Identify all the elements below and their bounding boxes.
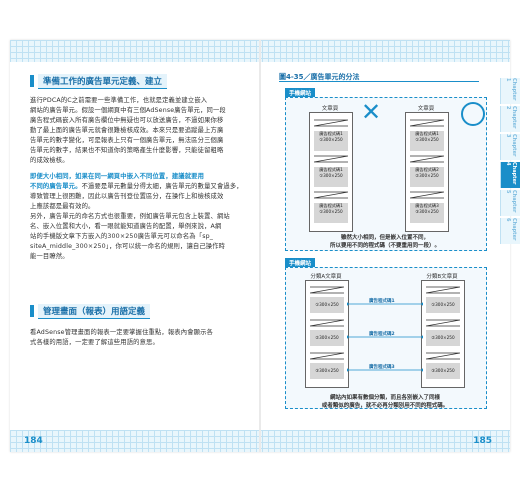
text-line: 廣告程式碼嵌入所有廣告欄位中無疑也可以放送廣告，不過如果你移 <box>30 117 224 124</box>
highlight-line: 不同的廣告單元。 <box>30 183 82 190</box>
text-zigzag <box>310 319 344 327</box>
text-zigzag <box>426 286 460 294</box>
page-number: 184 <box>24 436 43 446</box>
section-header-1: 準備工作的廣告單元定義、建立 <box>30 73 168 89</box>
chapter-tab-1[interactable]: Chapter 1 <box>500 78 520 104</box>
text-line: siteA_middle_300×250」，你可以統一命名的規則，讓自己操作時 <box>30 243 226 250</box>
category-a-page: ①300×250 ②300×250 ③300×250 <box>305 280 349 388</box>
category-b-page: ①300×250 ②300×250 ③300×250 <box>421 280 465 388</box>
figure-rule <box>279 81 479 82</box>
text-zigzag <box>314 119 348 127</box>
chapter-tab-4[interactable]: Chapter 4 <box>500 162 520 188</box>
book-gutter <box>259 40 261 452</box>
text-zigzag <box>310 352 344 360</box>
text-line: 動了最上面的廣告單元就會很難檢核成效。本來只是要追蹤最上方廣 <box>30 127 224 134</box>
text-line: 上應該都是最有效的。 <box>30 203 95 210</box>
text-line: 名、嵌入位置和大小，看一眼就能知道廣告的配置，舉例來說，A網 <box>30 223 222 230</box>
ad-code-label: 廣告程式碼2 <box>369 332 395 337</box>
x-mark-icon: ✕ <box>361 98 382 126</box>
connector-arrows <box>347 302 423 372</box>
text-line: 看AdSense管理畫面的報表一定要掌握住重點，報表內會顯示各 <box>30 329 213 336</box>
chapter-tab-6[interactable]: Chapter 6 <box>500 218 520 244</box>
text-zigzag <box>426 352 460 360</box>
figure-title: 圖4-35／廣告單元的分法 <box>279 73 360 81</box>
chapter-tab-5[interactable]: Chapter 5 <box>500 190 520 216</box>
doc-title: 文章頁 <box>417 106 435 112</box>
text-line: 能一目瞭然。 <box>30 253 69 260</box>
text-zigzag <box>410 119 444 127</box>
text-line: 另外，廣告單元的命名方式也很重要，例如廣告單元包含上裝置、網站 <box>30 213 230 220</box>
doc-title: 文章頁 <box>321 106 339 112</box>
section1-body: 進行PDCA的C之前需要一些準備工作，也就是定義並建立嵌入 網站的廣告單元。假設… <box>30 96 248 262</box>
chapter-tab-2[interactable]: Chapter 2 <box>500 106 520 132</box>
ad-slot: ①300×250 <box>310 297 344 313</box>
text-line: 不過要是單元數量分得太細，廣告單元的數量又會過多， <box>81 183 243 190</box>
section-tag: 手機網站 <box>285 88 316 98</box>
top-caption: 雖然大小相同，但是嵌入位置不同， 所以要用不同的程式碼（不要重用同一段）。 <box>329 235 440 249</box>
section-title: 管理畫面（報表）用語定義 <box>38 303 151 319</box>
text-zigzag <box>314 155 348 163</box>
book-spread: 準備工作的廣告單元定義、建立 進行PDCA的C之前需要一些準備工作，也就是定義並… <box>10 40 520 452</box>
circle-mark-icon <box>461 102 485 126</box>
section-bar <box>30 305 34 317</box>
ad-slot: ①300×250 <box>426 297 460 313</box>
text-zigzag <box>426 319 460 327</box>
chapter-tabs: Chapter 1 Chapter 2 Chapter 3 Chapter 4 … <box>500 78 520 246</box>
highlight-line: 即便大小相同，如果在同一網頁中嵌入不同位置，建議就要用 <box>30 173 205 180</box>
page-number: 185 <box>473 436 492 446</box>
bottom-caption: 網站內如果有數個分類，而且各別嵌入了同樣 或者類似的廣告，就不必再分類別用不同的… <box>321 395 449 409</box>
text-zigzag <box>410 191 444 199</box>
text-line: 式各樣的用語，一定要了解這些用語的意思。 <box>30 339 159 346</box>
text-line: 的成效檢核。 <box>30 157 69 164</box>
section-title: 準備工作的廣告單元定義、建立 <box>38 73 168 89</box>
text-line: 網站的廣告單元。假設一個網頁中有三個AdSense廣告單元，同一段 <box>30 107 226 114</box>
text-line: 進行PDCA的C之前需要一些準備工作，也就是定義並建立嵌入 <box>30 97 208 104</box>
ad-code-label: 廣告程式碼1 <box>369 299 395 304</box>
doc-title: 分類A文章頁 <box>310 274 342 280</box>
text-line: 站的手機版文章下方嵌入的300×250廣告單元可以命名為「sp_ <box>30 233 214 240</box>
ad-code-label: 廣告程式碼3 <box>369 365 395 370</box>
text-zigzag <box>314 191 348 199</box>
ad-slot: ③300×250 <box>426 363 460 379</box>
ad-slot: ②300×250 <box>426 330 460 346</box>
doc-title: 分類B文章頁 <box>426 274 458 280</box>
section-tag: 手機網站 <box>285 258 316 268</box>
chapter-tab-3[interactable]: Chapter 3 <box>500 134 520 160</box>
text-zigzag <box>410 155 444 163</box>
left-page: 準備工作的廣告單元定義、建立 進行PDCA的C之前需要一些準備工作，也就是定義並… <box>10 62 259 446</box>
ad-slot: ③300×250 <box>310 363 344 379</box>
text-line: 告單元的數字變化，可是報表上只有一個廣告單元，無法區分三個廣 <box>30 137 224 144</box>
section-bar <box>30 75 34 87</box>
section-header-2: 管理畫面（報表）用語定義 <box>30 303 151 319</box>
text-zigzag <box>310 286 344 294</box>
section2-body: 看AdSense管理畫面的報表一定要掌握住重點，報表內會顯示各 式各樣的用語，一… <box>30 328 248 348</box>
text-line: 告單元的數字，結果也不知道你的策略產生什麼影響，只能徒留粗略 <box>30 147 224 154</box>
ad-slot: ②300×250 <box>310 330 344 346</box>
text-line: 導致管理上很困難，因此以廣告刊登位置區分，在操作上和檢核成效 <box>30 193 224 200</box>
